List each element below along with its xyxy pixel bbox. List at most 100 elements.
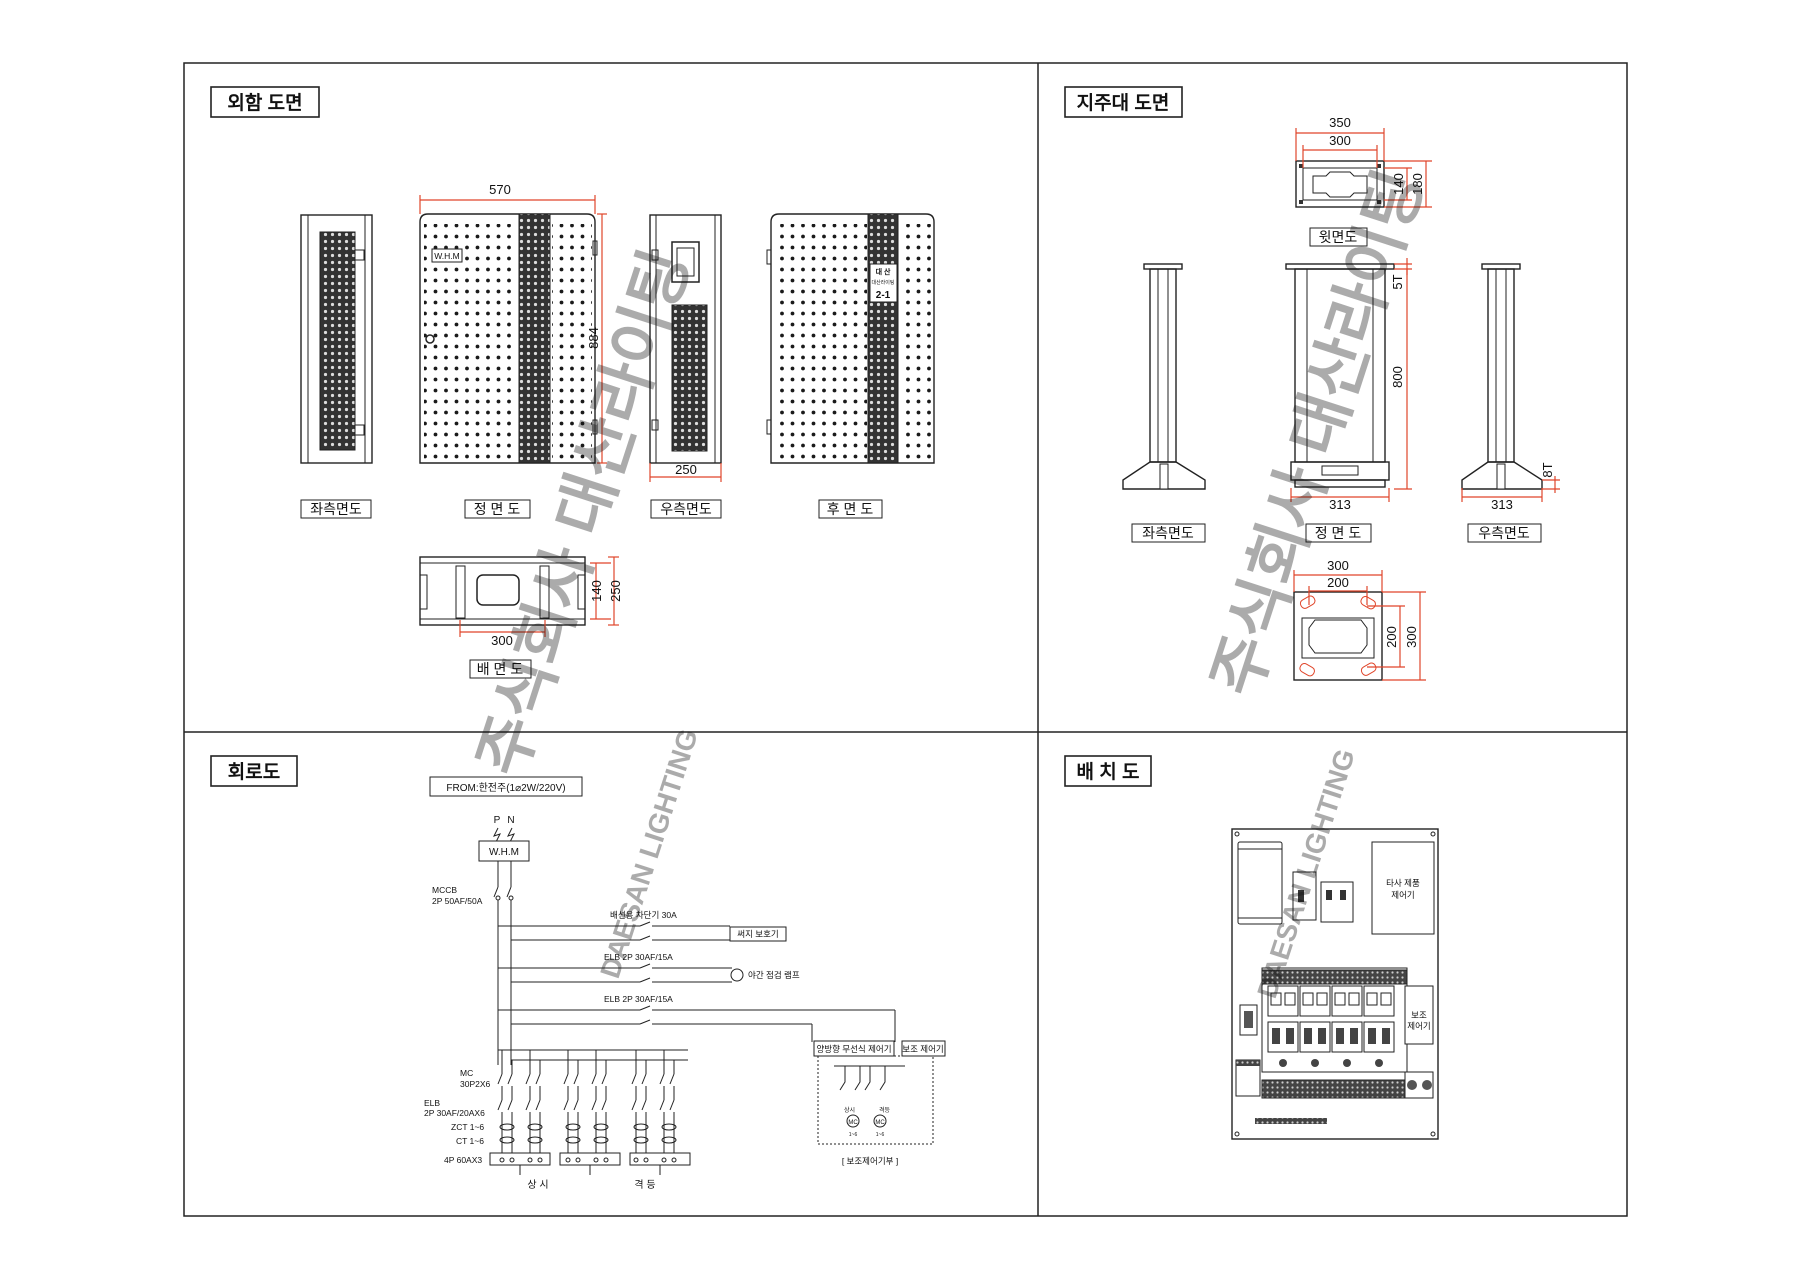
- section-title-pole: 지주대 도면: [1064, 86, 1183, 118]
- svg-text:우측면도: 우측면도: [1478, 525, 1530, 541]
- svg-text:제어기: 제어기: [1391, 890, 1414, 900]
- svg-text:좌측면도: 좌측면도: [1142, 525, 1194, 541]
- svg-text:ELB: ELB: [424, 1098, 440, 1108]
- svg-text:후 면 도: 후 면 도: [827, 501, 874, 517]
- enclosure-front-caption: 정 면 도: [464, 499, 531, 519]
- circuit-branches: 배선용 차단기 30A 써지 보호기 ELB 2P 30AF/15A 야간 점검…: [498, 910, 896, 1042]
- svg-text:대산라이팅: 대산라이팅: [871, 279, 894, 286]
- svg-text:CT 1~6: CT 1~6: [456, 1136, 484, 1146]
- svg-text:좌측면도: 좌측면도: [310, 501, 362, 517]
- pole-base-dimensions: 300 200 200 300: [1293, 558, 1426, 681]
- svg-text:P: P: [494, 815, 501, 826]
- svg-text:MC: MC: [848, 1120, 858, 1126]
- feeder-4: [591, 1050, 609, 1163]
- svg-text:지주대 도면: 지주대 도면: [1077, 92, 1170, 114]
- section-title-layout: 배 치 도: [1064, 755, 1152, 787]
- svg-text:140: 140: [1391, 173, 1406, 195]
- section-title-enclosure: 외함 도면: [210, 86, 320, 118]
- enclosure-front-view: W.H.M: [419, 213, 598, 464]
- svg-text:2-1: 2-1: [876, 290, 891, 301]
- breaker-1: [1267, 985, 1299, 1067]
- svg-text:N: N: [507, 815, 514, 826]
- svg-text:상시: 상시: [844, 1106, 855, 1114]
- svg-text:배선용 차단기 30A: 배선용 차단기 30A: [610, 910, 677, 920]
- svg-text:30P2X6: 30P2X6: [460, 1079, 491, 1089]
- svg-text:250: 250: [675, 462, 697, 477]
- svg-text:800: 800: [1390, 366, 1405, 388]
- svg-text:[ 보조제어기부 ]: [ 보조제어기부 ]: [842, 1156, 898, 1166]
- circuit-mccb: MCCB 2P 50AF/50A: [432, 861, 514, 1065]
- svg-text:140: 140: [589, 580, 604, 602]
- layout-panel: 타사 제품 제어기 보조 제어기: [1231, 828, 1439, 1140]
- svg-text:MC: MC: [875, 1120, 885, 1126]
- pole-front-dimensions: 5T 800 313: [1290, 258, 1412, 512]
- enclosure-right-view: [649, 214, 722, 464]
- circuit-aux-controller: 양방향 무선식 제어기 보조 제어기 MC MC 상시 격등 1~6 1~6 […: [813, 1040, 946, 1166]
- svg-text:MC: MC: [460, 1068, 473, 1078]
- enclosure-bottom-caption: 배 면 도: [469, 659, 532, 679]
- pole-front-view: [1285, 263, 1395, 488]
- svg-text:1~6: 1~6: [876, 1132, 885, 1138]
- enclosure-left-view: [300, 214, 373, 464]
- svg-text:180: 180: [1410, 173, 1425, 195]
- svg-text:4P 60AX3: 4P 60AX3: [444, 1155, 482, 1165]
- svg-text:정 면 도: 정 면 도: [1315, 525, 1362, 541]
- enclosure-back-caption: 후 면 도: [818, 499, 883, 519]
- svg-text:2P 50AF/50A: 2P 50AF/50A: [432, 896, 483, 906]
- enclosure-bottom-view: [419, 556, 586, 626]
- svg-text:정 면 도: 정 면 도: [474, 501, 521, 517]
- svg-text:상 시: 상 시: [527, 1179, 548, 1191]
- feeder-1: [497, 1050, 515, 1163]
- svg-text:보조: 보조: [1411, 1010, 1427, 1020]
- enclosure-bottom-dimensions: 300 140 250: [459, 556, 623, 648]
- svg-text:200: 200: [1384, 626, 1399, 648]
- enclosure-right-dimensions: 250: [649, 462, 722, 482]
- circuit-source: FROM:한전주(1⌀2W/220V) P N W.H.M: [429, 776, 583, 862]
- pole-left-view: [1122, 263, 1206, 490]
- svg-text:313: 313: [1491, 497, 1513, 512]
- feeder-6: [659, 1050, 677, 1163]
- svg-text:타사 제품: 타사 제품: [1386, 878, 1420, 888]
- svg-text:써지 보호기: 써지 보호기: [737, 929, 778, 939]
- breaker-2: [1299, 985, 1331, 1067]
- feeder-3: [563, 1050, 581, 1163]
- breaker-3: [1331, 985, 1363, 1067]
- feeder-5: [631, 1050, 649, 1163]
- svg-text:FROM:한전주(1⌀2W/220V): FROM:한전주(1⌀2W/220V): [446, 782, 565, 794]
- pole-top-caption: 윗면도: [1309, 227, 1368, 247]
- pole-right-caption: 우측면도: [1467, 523, 1542, 543]
- feeder-2: [525, 1050, 543, 1163]
- svg-text:윗면도: 윗면도: [1319, 229, 1358, 245]
- svg-text:DAESAN LIGHTING: DAESAN LIGHTING: [594, 725, 704, 982]
- svg-text:1~6: 1~6: [849, 1132, 858, 1138]
- enclosure-left-caption: 좌측면도: [300, 499, 372, 519]
- svg-text:8T: 8T: [1540, 462, 1555, 477]
- circuit-output-feeders: MC 30P2X6 ELB 2P 30AF/20AX6 ZCT 1~6 CT 1…: [424, 1049, 691, 1191]
- svg-text:300: 300: [491, 633, 513, 648]
- svg-text:5T: 5T: [1390, 274, 1405, 289]
- pole-left-caption: 좌측면도: [1131, 523, 1206, 543]
- svg-text:300: 300: [1327, 558, 1349, 573]
- enclosure-right-caption: 우측면도: [650, 499, 722, 519]
- svg-text:회로도: 회로도: [228, 761, 280, 783]
- svg-text:313: 313: [1329, 497, 1351, 512]
- pole-front-caption: 정 면 도: [1305, 523, 1372, 543]
- svg-text:W.H.M: W.H.M: [434, 251, 460, 261]
- svg-text:MCCB: MCCB: [432, 885, 457, 895]
- svg-text:제어기: 제어기: [1407, 1021, 1430, 1031]
- svg-text:배 면 도: 배 면 도: [477, 661, 524, 677]
- svg-text:우측면도: 우측면도: [660, 501, 712, 517]
- svg-text:ELB 2P 30AF/15A: ELB 2P 30AF/15A: [604, 952, 673, 962]
- svg-text:300: 300: [1404, 626, 1419, 648]
- svg-text:300: 300: [1329, 133, 1351, 148]
- svg-text:570: 570: [489, 182, 511, 197]
- svg-text:양방향 무선식 제어기: 양방향 무선식 제어기: [816, 1044, 891, 1054]
- svg-text:배 치 도: 배 치 도: [1077, 761, 1140, 783]
- pole-right-view: [1461, 263, 1543, 490]
- svg-text:884: 884: [586, 327, 601, 349]
- svg-text:250: 250: [608, 580, 623, 602]
- svg-text:격 등: 격 등: [634, 1178, 655, 1191]
- svg-text:200: 200: [1327, 575, 1349, 590]
- breaker-4: [1363, 985, 1395, 1067]
